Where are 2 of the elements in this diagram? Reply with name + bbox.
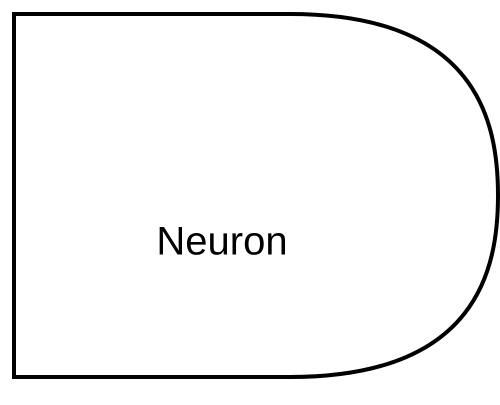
neuron-shape: [14, 14, 498, 377]
node-label: Neuron: [156, 220, 288, 264]
